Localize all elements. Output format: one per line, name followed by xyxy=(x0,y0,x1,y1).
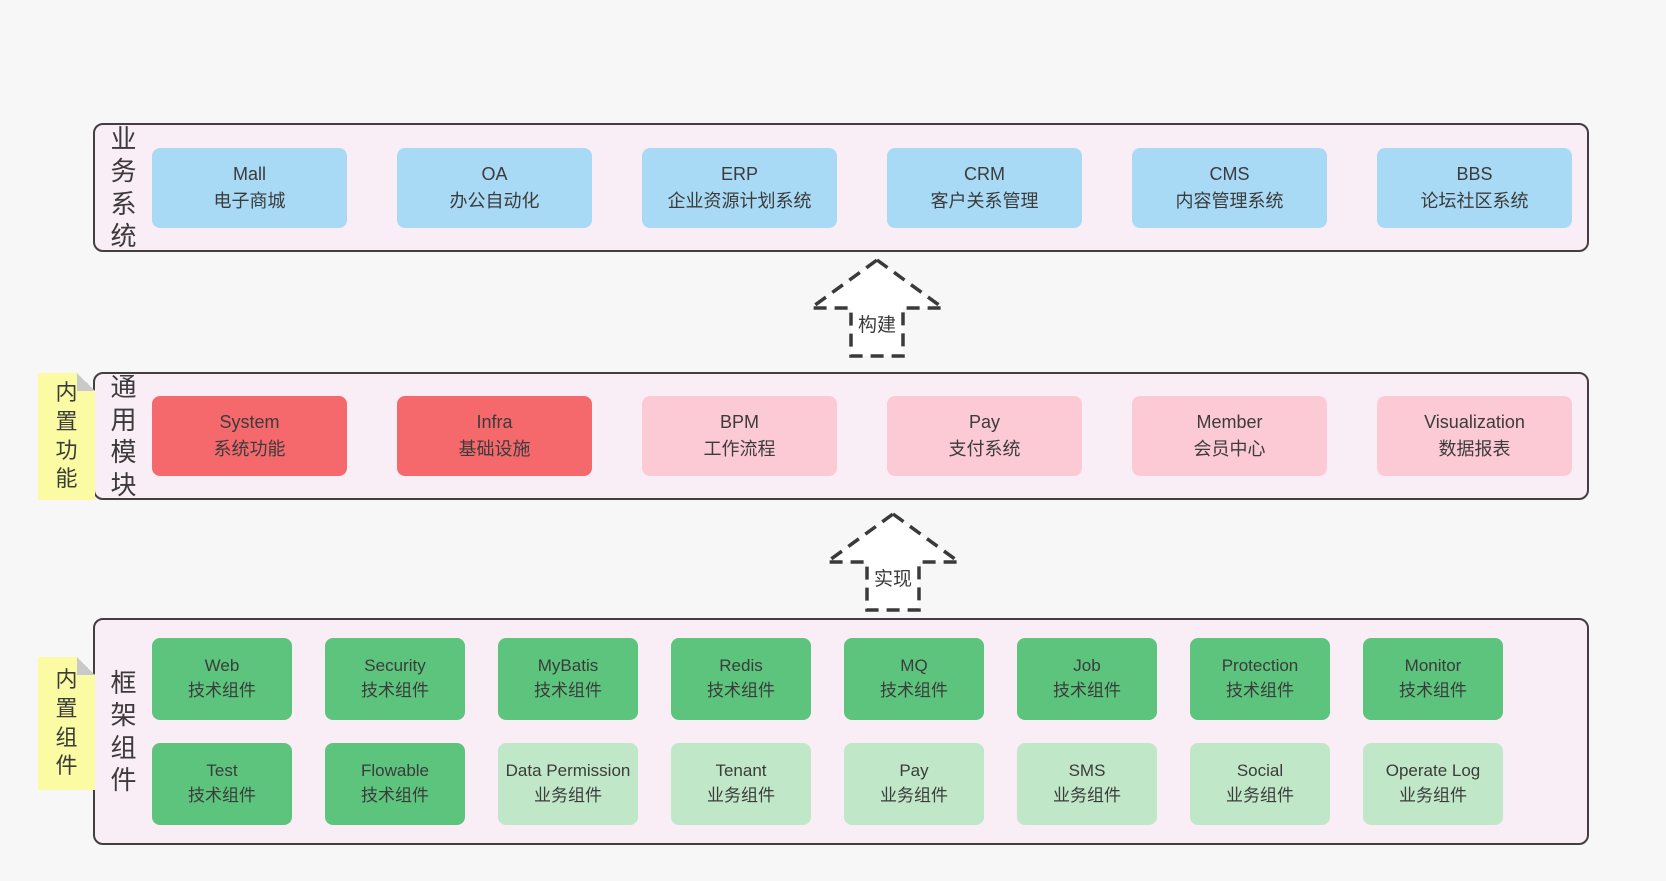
box-job: Job 技术组件 xyxy=(1017,638,1157,720)
box-erp: ERP 企业资源计划系统 xyxy=(642,147,837,228)
box-infra: Infra 基础设施 xyxy=(397,396,592,476)
box-bpm: BPM 工作流程 xyxy=(642,396,837,476)
box-sms: SMS 业务组件 xyxy=(1017,743,1157,825)
arrow-implement: 实现 xyxy=(823,510,963,614)
box-monitor: Monitor 技术组件 xyxy=(1363,638,1503,720)
box-bbs: BBS 论坛社区系统 xyxy=(1377,147,1572,228)
band-modules-label: 通用模块 xyxy=(110,372,137,500)
arrow-build-label: 构建 xyxy=(855,310,899,337)
framework-row-2: Test 技术组件 Flowable 技术组件 Data Permission … xyxy=(152,743,1587,825)
box-pay-component: Pay 业务组件 xyxy=(844,743,984,825)
box-security: Security 技术组件 xyxy=(325,638,465,720)
box-test: Test 技术组件 xyxy=(152,743,292,825)
box-mq: MQ 技术组件 xyxy=(844,638,984,720)
framework-rows: Web 技术组件 Security 技术组件 MyBatis 技术组件 Redi… xyxy=(152,620,1587,843)
box-mall: Mall 电子商城 xyxy=(152,147,347,228)
band-business-label: 业务系统 xyxy=(110,123,137,252)
box-web: Web 技术组件 xyxy=(152,638,292,720)
box-oa: OA 办公自动化 xyxy=(397,147,592,228)
box-data-permission: Data Permission 业务组件 xyxy=(498,743,638,825)
box-operate-log: Operate Log 业务组件 xyxy=(1363,743,1503,825)
box-pay-module: Pay 支付系统 xyxy=(887,396,1082,476)
box-protection: Protection 技术组件 xyxy=(1190,638,1330,720)
box-member: Member 会员中心 xyxy=(1132,396,1327,476)
band-business-systems: 业务系统 Mall 电子商城 OA 办公自动化 ERP 企业资源计划系统 CRM… xyxy=(93,123,1589,252)
box-mybatis: MyBatis 技术组件 xyxy=(498,638,638,720)
arrow-implement-label: 实现 xyxy=(871,564,915,591)
up-arrow-icon xyxy=(823,511,963,612)
band-framework-label: 框架组件 xyxy=(110,667,137,796)
box-flowable: Flowable 技术组件 xyxy=(325,743,465,825)
box-tenant: Tenant 业务组件 xyxy=(671,743,811,825)
module-boxes: System 系统功能 Infra 基础设施 BPM 工作流程 Pay 支付系统… xyxy=(152,374,1587,498)
box-crm: CRM 客户关系管理 xyxy=(887,147,1082,228)
box-cms: CMS 内容管理系统 xyxy=(1132,147,1327,228)
box-visualization: Visualization 数据报表 xyxy=(1377,396,1572,476)
framework-row-1: Web 技术组件 Security 技术组件 MyBatis 技术组件 Redi… xyxy=(152,638,1587,720)
box-redis: Redis 技术组件 xyxy=(671,638,811,720)
band-common-modules: 通用模块 System 系统功能 Infra 基础设施 BPM 工作流程 Pay… xyxy=(93,372,1589,500)
box-social: Social 业务组件 xyxy=(1190,743,1330,825)
up-arrow-icon xyxy=(807,257,947,358)
business-boxes: Mall 电子商城 OA 办公自动化 ERP 企业资源计划系统 CRM 客户关系… xyxy=(152,125,1587,250)
box-system: System 系统功能 xyxy=(152,396,347,476)
arrow-build: 构建 xyxy=(807,256,947,360)
sticky-built-in-components: 内置组件 xyxy=(38,657,95,790)
sticky-built-in-features: 内置功能 xyxy=(38,373,95,500)
band-framework-components: 框架组件 Web 技术组件 Security 技术组件 MyBatis 技术组件… xyxy=(93,618,1589,845)
